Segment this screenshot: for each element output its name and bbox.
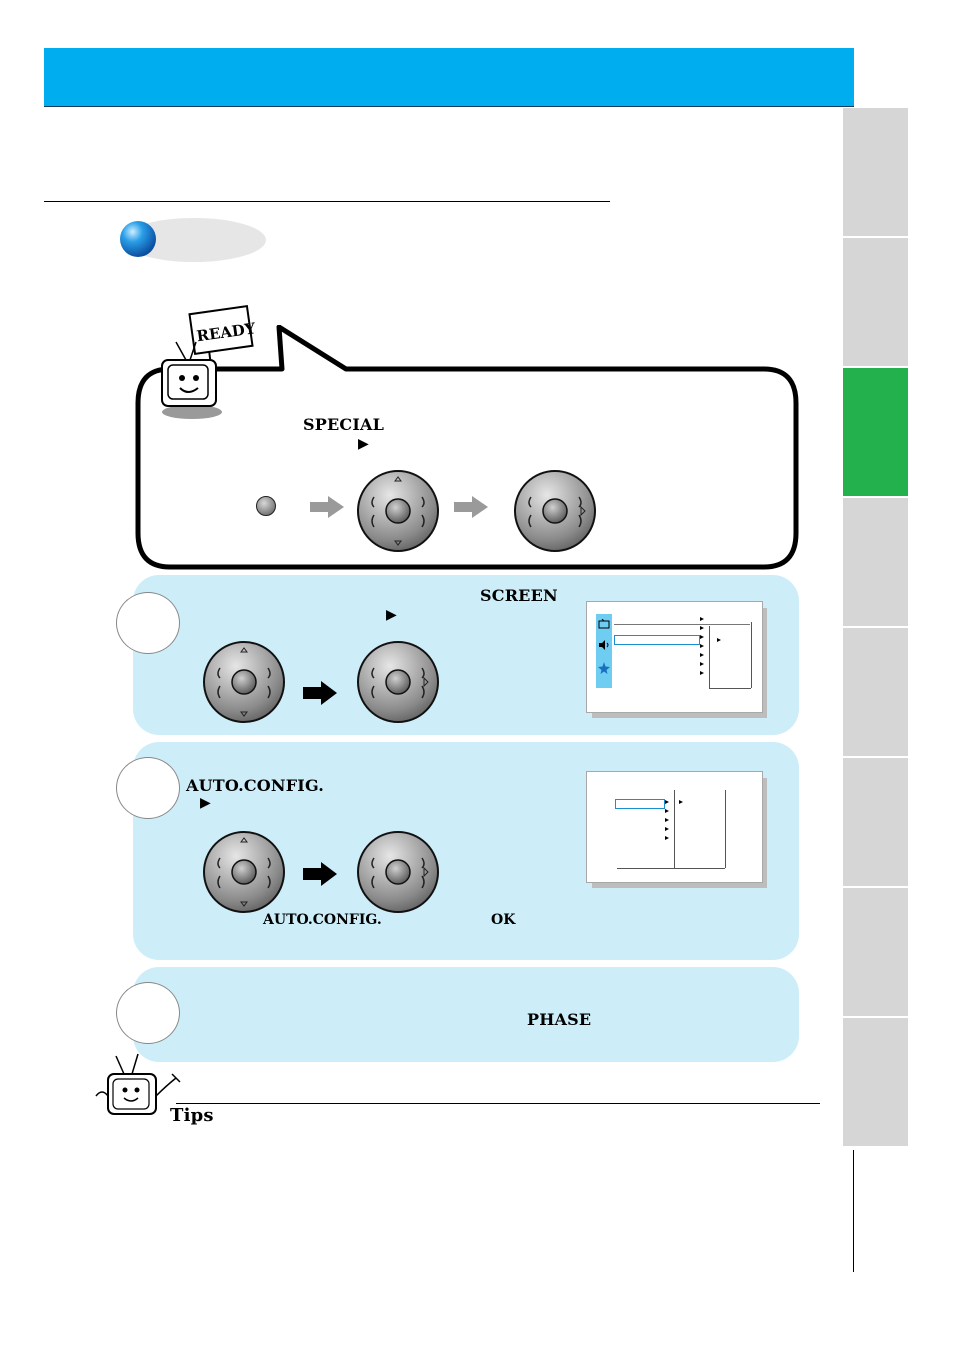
tv-mascot-tips-icon: [95, 1053, 181, 1115]
side-tab-7[interactable]: [843, 888, 908, 1018]
callout-menu-label: SPECIAL: [303, 415, 385, 434]
callout-right-arrow: ▶: [358, 436, 369, 452]
four-way-pad-icon[interactable]: [356, 640, 440, 724]
osd-highlight-row: [615, 799, 665, 809]
step-1-right-arrow: ▶: [386, 607, 397, 623]
header-bar: [44, 48, 854, 107]
right-arrow-icon: [310, 496, 344, 518]
remote-button-icon[interactable]: [254, 494, 278, 518]
step-2-ok-label: OK: [491, 912, 516, 928]
step-3-circle: [116, 982, 180, 1044]
side-tab-4[interactable]: [843, 498, 908, 628]
right-arrow-icon: [303, 862, 337, 886]
step-2-note-label: AUTO.CONFIG.: [263, 912, 382, 928]
step-3-panel: [133, 967, 799, 1062]
tips-title: Tips: [170, 1105, 214, 1126]
side-tab-3-active[interactable]: [843, 368, 908, 498]
osd-arrow-column: [700, 617, 721, 675]
section-divider: [44, 201, 610, 202]
four-way-pad-icon[interactable]: [513, 469, 597, 553]
osd-bottom-line: [709, 688, 751, 689]
four-way-pad-icon[interactable]: [202, 830, 286, 914]
osd-arrow-column: [665, 800, 683, 840]
special-menu-icon: [598, 662, 610, 674]
four-way-pad-icon[interactable]: [356, 830, 440, 914]
tips-rule: [176, 1103, 820, 1104]
step-1-osd-menu: [586, 601, 763, 713]
osd-divider-vertical: [709, 626, 710, 688]
osd-icon-column: [596, 614, 612, 688]
osd-separator: [614, 624, 750, 625]
side-tab-8[interactable]: [843, 1018, 908, 1148]
osd-divider-vertical: [674, 790, 675, 868]
side-tab-2[interactable]: [843, 238, 908, 368]
tv-mascot-ready-icon: READY: [161, 305, 257, 419]
side-tab-6[interactable]: [843, 758, 908, 888]
side-tab-5[interactable]: [843, 628, 908, 758]
step-2-osd-menu: [586, 771, 763, 883]
osd-highlight-row: [614, 635, 700, 645]
osd-bottom-line: [617, 868, 725, 869]
step-2-menu-label: AUTO.CONFIG.: [186, 776, 325, 795]
four-way-pad-icon[interactable]: [202, 640, 286, 724]
side-tab-1[interactable]: [843, 108, 908, 238]
picture-menu-icon: [598, 619, 610, 629]
step-1-menu-label: SCREEN: [480, 586, 558, 605]
sound-menu-icon: [599, 640, 609, 650]
step-3-menu-label: PHASE: [527, 1010, 592, 1029]
blue-sphere-bullet-icon: [120, 218, 266, 262]
right-arrow-icon: [303, 681, 337, 705]
osd-divider-right: [751, 622, 752, 688]
four-way-pad-icon[interactable]: [356, 469, 440, 553]
side-vertical-line: [853, 1150, 854, 1272]
step-2-right-arrow: ▶: [200, 795, 211, 811]
right-arrow-icon: [454, 496, 488, 518]
step-1-circle: [116, 592, 180, 654]
step-2-circle: [116, 757, 180, 819]
osd-divider-right: [725, 790, 726, 868]
callout-bubble: [135, 325, 799, 570]
